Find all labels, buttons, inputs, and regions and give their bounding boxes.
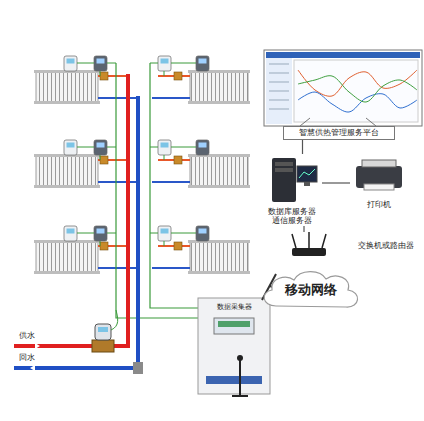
sensor [133,362,143,374]
network-cable [302,140,303,154]
room-thermostat [158,226,171,241]
floor-unit [34,226,250,274]
valve [174,72,182,80]
return-branch [98,97,190,99]
pipe-label: 供水 [18,330,36,341]
platform-callout: 智慧供热管理服务平台 [283,126,395,140]
valve [100,242,108,250]
valve-controller [196,140,209,155]
desk-monitor [297,166,317,186]
callout-pointer [300,118,376,126]
radiator [190,156,248,186]
floor-unit [34,56,250,104]
collector-housing [198,298,270,394]
valve-controller [94,226,107,241]
network-cable [322,182,350,183]
node-text: 移动网络 [285,283,337,298]
collector-node: 数据采集器 [198,298,270,316]
room-thermostat [64,56,77,71]
server-tower [272,158,296,202]
signal-wire [77,63,196,64]
flow-arrow [30,365,35,371]
node-text: 数据库服务器 通信服务器 [264,207,320,225]
valve [100,156,108,164]
return-riser [14,96,138,368]
network-cable [303,226,304,232]
node-text: 数据采集器 [217,303,252,311]
router-icon [292,232,326,256]
return-branch [98,181,190,183]
room-thermostat [158,140,171,155]
valve-controller [94,140,107,155]
radiator [36,242,98,272]
valve-controller [94,56,107,71]
radiator [190,72,248,102]
valve-controller [196,56,209,71]
return-branch [98,267,190,269]
node-text: 打印机 [367,200,391,209]
valve [174,156,182,164]
printer-node: 打印机 [350,156,408,210]
valve [100,72,108,80]
radiator [36,156,98,186]
room-thermostat [64,226,77,241]
node-text: 交换机或路由器 [358,241,414,250]
heat-meter [92,310,118,352]
radiator [36,72,98,102]
valve [174,242,182,250]
flow-arrow [35,343,40,349]
router-node: 交换机或路由器 [286,232,416,260]
floor-unit [34,140,250,188]
monitor-screen [264,50,422,126]
valve-controller [196,226,209,241]
pipe-label: 回水 [18,352,36,363]
room-thermostat [64,140,77,155]
supply-riser [14,74,128,346]
node-text: 智慧供热管理服务平台 [299,128,379,137]
server-node: 数据库服务器 通信服务器 [262,154,322,226]
printer-icon [356,160,402,190]
network-cloud: 移动网络 [256,266,366,314]
radiator [190,242,248,272]
room-thermostat [158,56,171,71]
